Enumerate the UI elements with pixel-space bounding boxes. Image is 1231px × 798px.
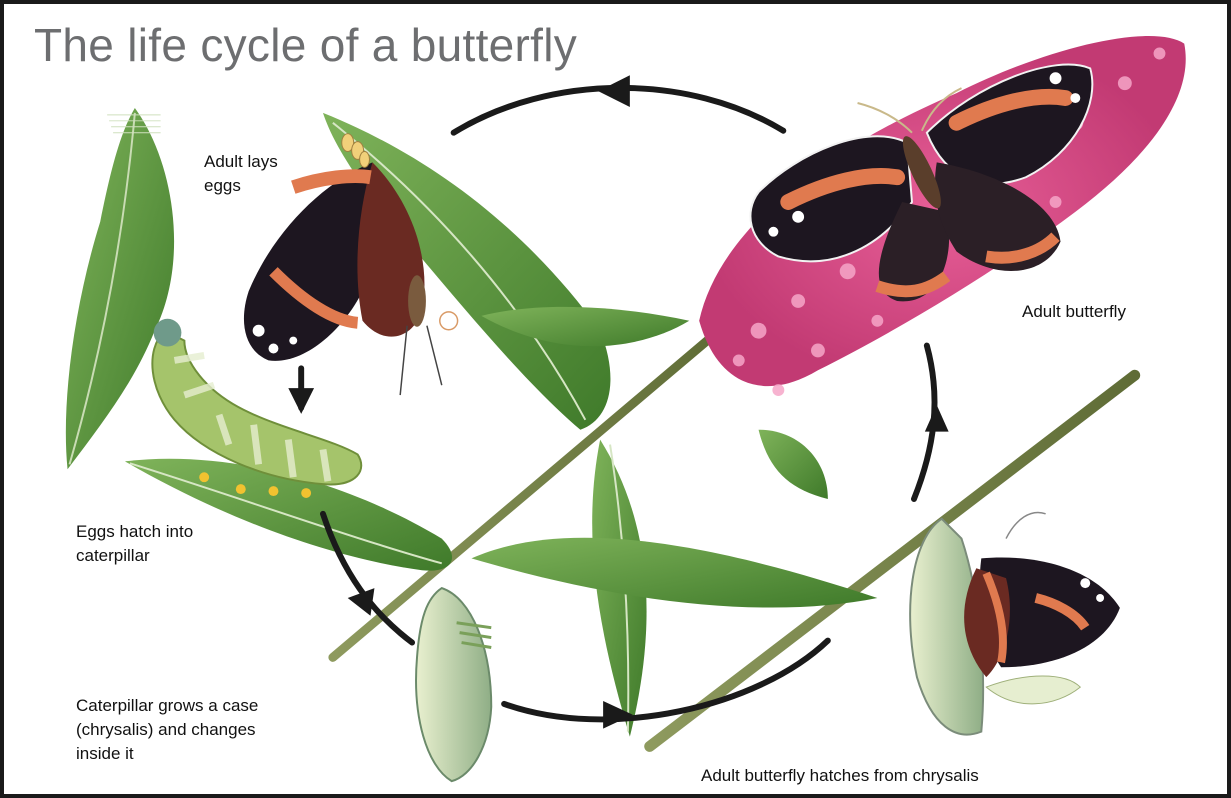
label-line: eggs <box>204 174 278 198</box>
label-line: Adult lays <box>204 150 278 174</box>
arrowhead-down-icon <box>288 388 314 414</box>
label-butterfly-emerges: Adult butterfly hatches from chrysalis <box>701 764 979 788</box>
life-cycle-illustration <box>4 4 1227 794</box>
label-line: caterpillar <box>76 544 193 568</box>
label-adult-lays-eggs: Adult lays eggs <box>204 150 278 198</box>
emerging-butterfly-icon <box>910 513 1120 735</box>
label-line: inside it <box>76 742 258 766</box>
label-adult-butterfly: Adult butterfly <box>1022 300 1126 324</box>
chrysalis-icon <box>416 588 491 781</box>
arrowhead-right-icon <box>925 405 949 432</box>
label-line: Caterpillar grows a case <box>76 694 258 718</box>
chewed-leaf-icon <box>66 108 174 469</box>
label-chrysalis-stage: Caterpillar grows a case (chrysalis) and… <box>76 694 258 766</box>
label-eggs-hatch: Eggs hatch into caterpillar <box>76 520 193 568</box>
diagram-title: The life cycle of a butterfly <box>34 18 577 72</box>
label-line: (chrysalis) and changes <box>76 718 258 742</box>
label-line: Eggs hatch into <box>76 520 193 544</box>
label-line: Adult butterfly hatches from chrysalis <box>701 764 979 788</box>
label-line: Adult butterfly <box>1022 300 1126 324</box>
arrowhead-top-icon <box>598 75 630 107</box>
